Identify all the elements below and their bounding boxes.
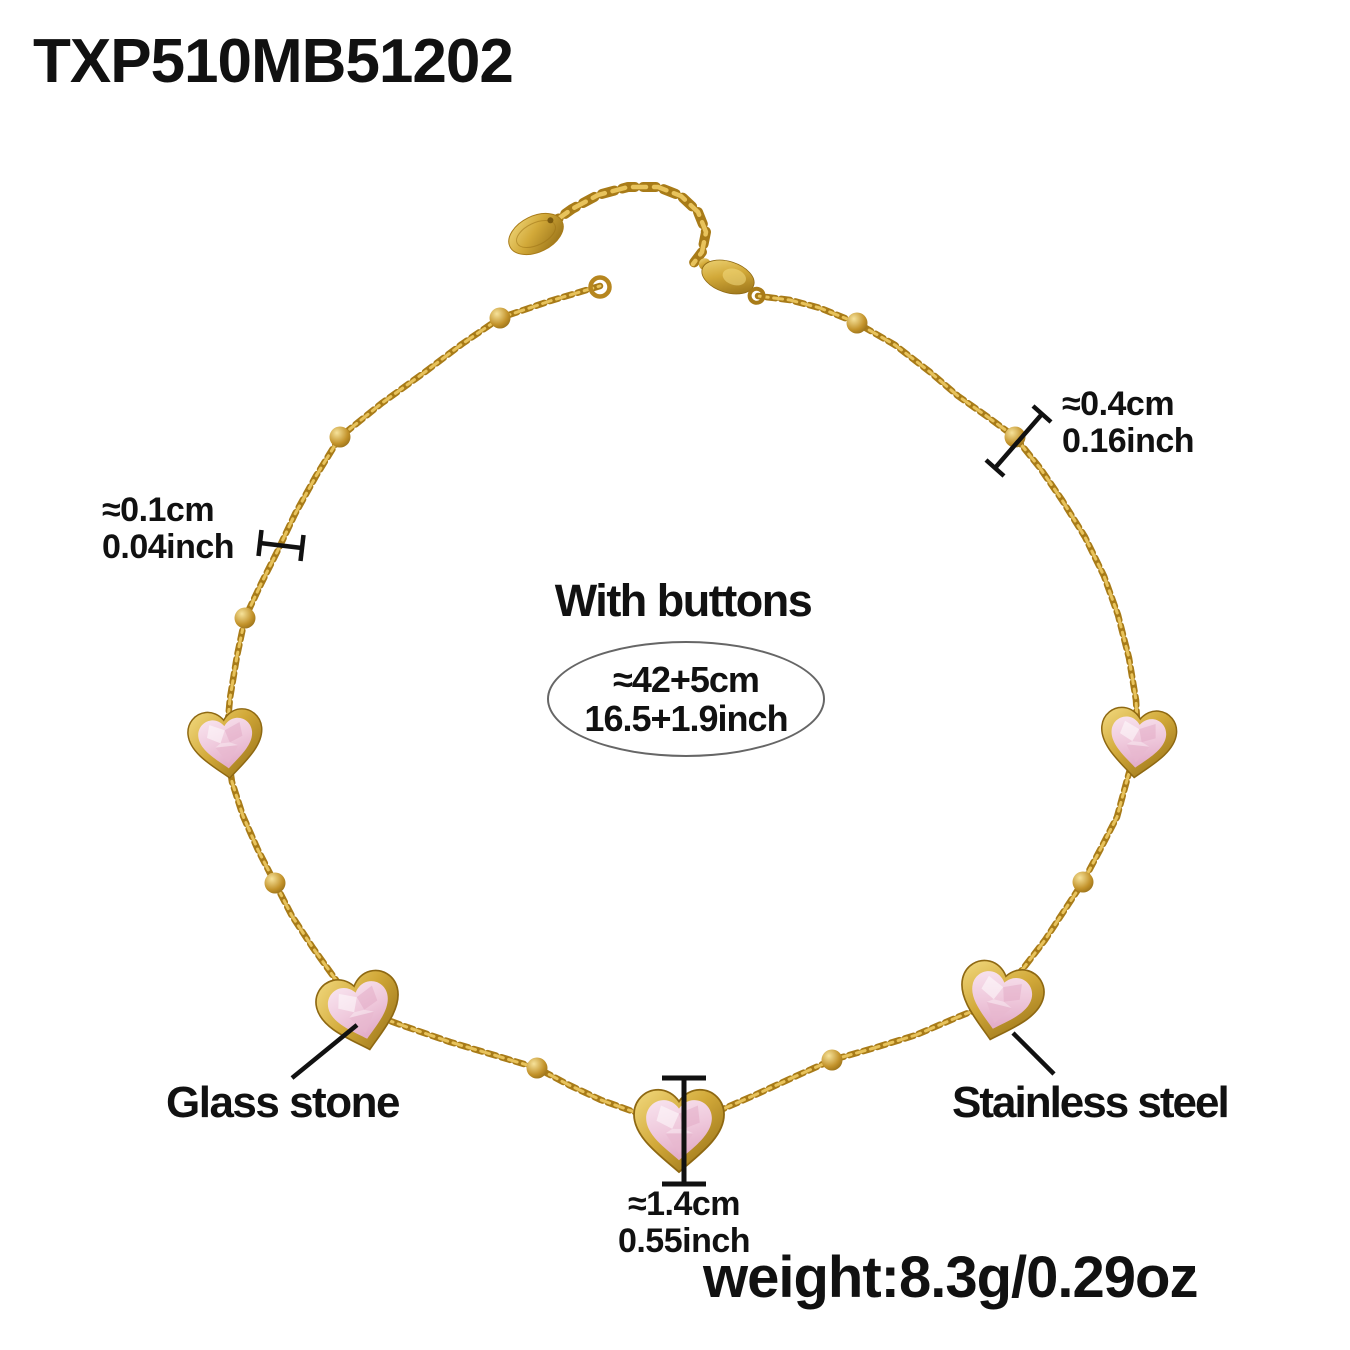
gold-bead [821,1049,843,1071]
gold-bead [846,312,868,334]
gold-bead [329,426,351,448]
gold-bead [1072,871,1094,893]
gold-beads [234,307,1094,1079]
length-cm: ≈42+5cm [613,659,760,700]
logo-tag [508,212,564,256]
weight-label: weight:8.3g/0.29oz [703,1245,1198,1310]
gold-bead [526,1057,548,1079]
glass-stone-label: Glass stone [166,1078,400,1127]
lobster-clasp [698,258,766,305]
extender-chain [543,182,711,269]
bead-size-annotation: ≈0.4cm 0.16inch [1062,385,1195,460]
product-code: TXP510MB51202 [33,27,514,96]
stainless-steel-label: Stainless steel [952,1078,1230,1127]
bead-size-inch: 0.16inch [1062,422,1195,460]
chain-thickness-cm: ≈0.1cm [102,491,215,529]
heart-pendant-bottom-left [311,966,410,1060]
chain-thickness-annotation: ≈0.1cm 0.04inch [102,491,235,566]
heart-pendant-center [634,1090,724,1172]
length-ellipse: ≈42+5cm 16.5+1.9inch [547,641,825,757]
heart-pendant-bottom-right [950,956,1049,1050]
pendant-size-inch: 0.55inch [617,1222,751,1260]
pendant-size-cm: ≈1.4cm [627,1185,741,1223]
pendant-size-annotation: ≈1.4cm 0.55inch [564,1186,804,1260]
bead-measure-tick [984,404,1053,478]
length-heading: With buttons [554,575,813,626]
heart-pendant-right [1094,703,1181,784]
gold-bead [264,872,286,894]
bead-size-cm: ≈0.4cm [1062,385,1175,423]
gold-bead [489,307,511,329]
heart-pendant-left [184,705,269,784]
chain-thickness-inch: 0.04inch [102,528,235,566]
stainless-steel-pointer-line [1011,1031,1056,1076]
pendant-measure-line [662,1075,706,1187]
jump-ring [588,275,612,299]
glass-stone-pointer-line [290,1023,359,1080]
length-inch: 16.5+1.9inch [584,698,788,739]
gold-bead [234,607,256,629]
chain-measure-tick [256,529,306,562]
